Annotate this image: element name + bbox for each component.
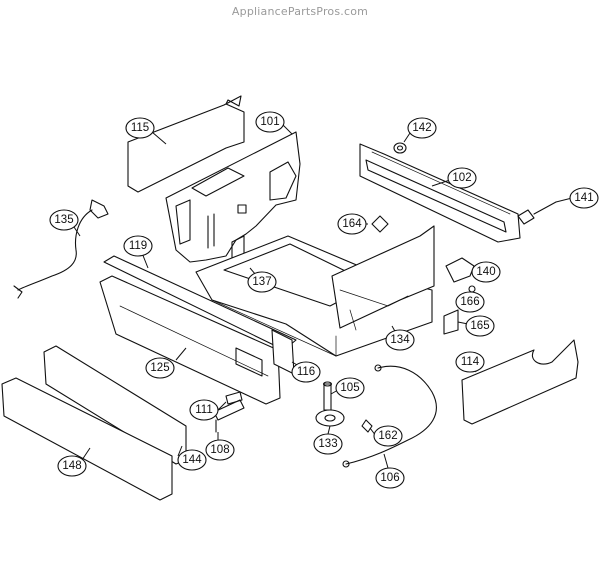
svg-text:102: 102 (452, 172, 471, 184)
part-133-foot[interactable] (315, 409, 345, 427)
callout-166[interactable]: 166 (455, 291, 485, 313)
part-111-clip[interactable] (225, 391, 243, 405)
svg-text:135: 135 (54, 214, 73, 226)
base-frame-assembly (195, 225, 435, 357)
svg-text:114: 114 (461, 356, 480, 368)
callout-164[interactable]: 164 (337, 213, 367, 235)
svg-text:115: 115 (131, 122, 149, 134)
part-141-cord-connector[interactable] (517, 201, 557, 225)
part-105-pin[interactable] (322, 381, 333, 411)
part-142-nut[interactable] (393, 142, 407, 154)
svg-text:137: 137 (252, 276, 271, 288)
part-162-fastener[interactable] (361, 419, 373, 433)
svg-text:141: 141 (574, 192, 593, 204)
callout-165[interactable]: 165 (465, 315, 495, 337)
callout-115[interactable]: 115 (125, 117, 155, 139)
svg-text:140: 140 (476, 266, 495, 278)
callout-111[interactable]: 111 (189, 399, 219, 421)
part-140-valve[interactable] (445, 257, 475, 283)
svg-text:108: 108 (210, 444, 229, 456)
part-106-hose[interactable] (342, 364, 437, 468)
callout-137[interactable]: 137 (247, 271, 277, 293)
svg-text:125: 125 (150, 362, 169, 374)
callout-134[interactable]: 134 (385, 329, 415, 351)
callout-105[interactable]: 105 (335, 377, 365, 399)
callout-101[interactable]: 101 (255, 111, 285, 133)
callout-106[interactable]: 106 (375, 467, 405, 489)
callout-114[interactable]: 114 (455, 351, 485, 373)
svg-text:142: 142 (412, 122, 431, 134)
part-115-panel[interactable] (127, 95, 245, 193)
part-135-power-cord[interactable] (13, 199, 109, 299)
svg-text:165: 165 (470, 320, 489, 332)
svg-text:144: 144 (182, 454, 202, 466)
callout-135[interactable]: 135 (49, 209, 79, 231)
callout-125[interactable]: 125 (145, 357, 175, 379)
part-148-toe-kick[interactable] (1, 377, 173, 501)
part-119-top-rail[interactable] (103, 255, 297, 351)
part-165-bracket[interactable] (443, 309, 459, 335)
svg-text:105: 105 (340, 382, 359, 394)
part-125-front-panel[interactable] (99, 275, 281, 405)
callout-116[interactable]: 116 (291, 361, 321, 383)
svg-text:116: 116 (297, 366, 315, 378)
callout-148[interactable]: 148 (57, 455, 87, 477)
callout-140[interactable]: 140 (471, 261, 501, 283)
svg-text:133: 133 (318, 438, 337, 450)
callout-141[interactable]: 141 (569, 187, 599, 209)
callout-144[interactable]: 144 (177, 449, 207, 471)
svg-text:148: 148 (62, 460, 81, 472)
part-108-bracket[interactable] (213, 399, 245, 433)
svg-text:101: 101 (260, 116, 279, 128)
callout-162[interactable]: 162 (373, 425, 403, 447)
svg-text:134: 134 (390, 334, 410, 346)
svg-text:162: 162 (378, 430, 397, 442)
part-114-right-panel[interactable] (461, 339, 579, 425)
svg-text:119: 119 (129, 240, 147, 252)
svg-text:166: 166 (460, 296, 479, 308)
callout-142[interactable]: 142 (407, 117, 437, 139)
callout-108[interactable]: 108 (205, 439, 235, 461)
part-166-screw[interactable] (468, 285, 476, 293)
part-164-clip[interactable] (371, 215, 389, 233)
svg-text:164: 164 (342, 218, 362, 230)
svg-text:111: 111 (195, 404, 212, 416)
watermark-text: AppliancePartsPros.com (231, 5, 369, 18)
svg-text:106: 106 (380, 472, 399, 484)
callout-119[interactable]: 119 (123, 235, 153, 257)
callout-102[interactable]: 102 (447, 167, 477, 189)
callout-133[interactable]: 133 (313, 433, 343, 455)
